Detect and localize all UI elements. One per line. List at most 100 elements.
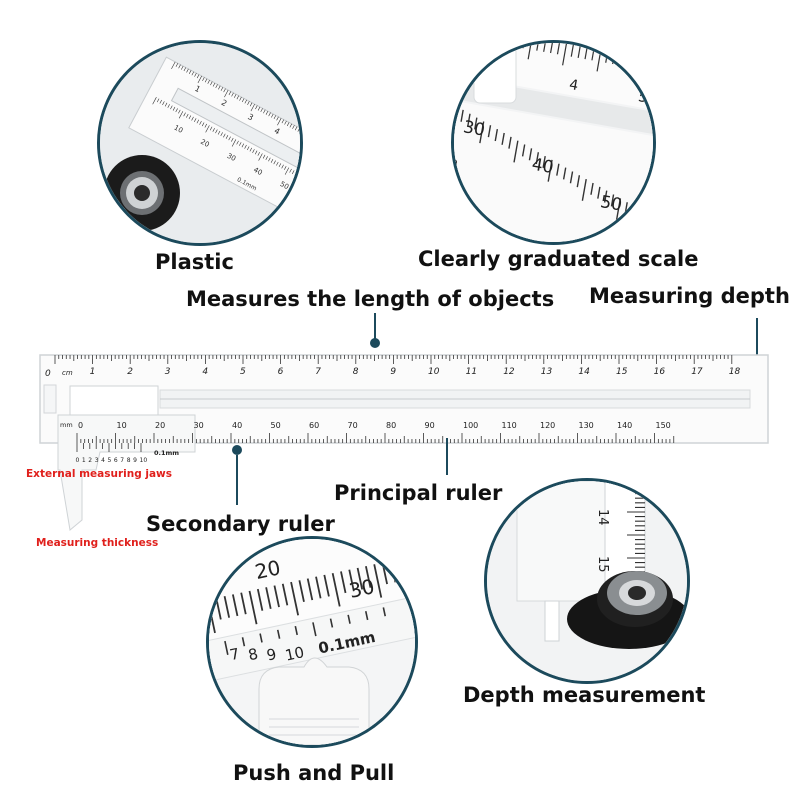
push-vernier-8: 8 [247,645,260,665]
plastic-bottom-tick [289,168,292,173]
graduated-mm-tick [581,179,587,201]
graduated-top-tick [522,43,526,49]
plastic-bottom-tick [241,143,245,148]
bottom-mm-number: 30 [194,421,204,430]
plastic-bottom-tick [257,151,260,156]
plastic-bottom-tick [152,97,157,105]
plastic-top-tick [223,88,226,93]
plastic-bottom-tick [156,98,160,103]
plastic-top-tick [250,103,255,112]
slider-jaw[interactable] [57,414,196,531]
plastic-top-tick [194,72,197,77]
bottom-mm-number: 50 [271,421,281,430]
push-thumb-grip[interactable] [258,657,370,745]
graduated-mm-tick [562,167,567,180]
bottom-mm-number: 60 [309,421,319,430]
plastic-num-40: 40 [252,166,264,177]
graduated-mm-tick [542,155,546,169]
plastic-top-tick [286,122,290,127]
graduated-top-tick [543,43,547,52]
graduated-mm-tick [501,132,505,145]
bottom-mm-number: 120 [540,421,555,430]
push-top-tick [348,569,355,592]
plastic-bottom-tick [258,153,263,161]
plastic-top-tick [218,85,221,90]
plastic-bottom-tick [292,170,295,175]
push-top-tick [356,567,364,590]
push-top-tick [340,571,347,594]
graduated-top-tick [515,43,519,48]
bottom-mm-number: 140 [617,421,632,430]
plastic-bottom-tick [204,123,208,128]
plastic-top-tick [191,71,194,76]
plastic-top-tick [197,75,202,84]
push-vernier-tick [294,625,298,636]
bottom-mm-number: 70 [348,421,358,430]
plastic-bottom-tick [188,115,192,120]
push-vernier-9: 9 [265,645,278,665]
push-top-tick [331,573,341,607]
plastic-top-tick [294,126,298,131]
label-depth-measurement: Depth measurement [463,683,706,707]
plastic-bottom-tick [284,167,290,175]
graduated-mm-tick [590,182,594,195]
vernier-number: 8 [127,457,131,464]
push-vernier-10: 10 [283,643,305,665]
plastic-top-tick [231,92,234,97]
plastic-bottom-tick [215,129,218,134]
graduated-top-tick [646,58,650,71]
graduated-mm-tick [454,105,458,119]
plastic-top-tick [263,109,266,114]
push-top-tick [240,592,247,615]
graduated-mm-tick [569,171,574,184]
plastic-top-tick [268,112,271,117]
graduated-mm-tick [467,113,471,126]
plastic-bottom-tick [201,122,205,127]
plastic-bottom-tick [254,150,258,155]
graduated-mm-tick [528,148,533,161]
top-cm-number: 10 [428,367,440,377]
depth-num-15: 15 [595,556,610,573]
graduated-top-tick [618,53,623,66]
graduated-ticks [454,43,653,240]
graduated-cm-4: 4 [568,77,580,94]
plastic-bottom-tick [164,102,168,107]
graduated-mm-tick [631,205,635,219]
vernier-number: 6 [114,457,118,464]
plastic-top-tick [224,89,229,98]
top-cm-number: 6 [278,367,284,377]
graduated-mm-tick [479,121,485,144]
push-pull-closeup: 20 30 7 8 9 10 0.1mm [209,539,415,745]
depth-closeup: 14 15 [487,481,687,681]
slider-button[interactable] [69,385,159,417]
vernier-number: 3 [95,457,99,464]
graduated-mm-tick [513,140,519,163]
label-measuring-thickness: Measuring thickness [36,537,159,549]
push-top-tick [281,583,289,606]
graduated-top-tick [527,43,533,60]
plastic-bottom-tick [196,119,200,124]
plastic-bottom-tick [228,136,231,141]
graduated-top-tick [556,43,561,55]
graduated-partial-unit: m [454,155,459,170]
plastic-top-tick [188,70,192,74]
plastic-bottom-tick [223,133,226,138]
graduated-top-tick [458,43,464,48]
plastic-top-tick [241,98,245,103]
leader-secondary-dot [232,445,242,455]
push-vernier-tick [241,637,246,647]
plastic-num-20: 20 [199,138,211,149]
plastic-num-50: 50 [279,180,291,191]
top-cm-number: 2 [127,367,133,377]
plastic-bottom-tick [175,108,178,113]
plastic-top-tick [260,108,263,113]
plastic-bottom-tick [262,154,266,159]
zoom-circle-plastic: 1 2 3 4 5 10 20 30 40 50 0.1mm [97,40,303,246]
graduated-mm-tick [508,136,512,149]
plastic-bottom-tick [276,161,279,166]
plastic-top-tick [292,125,295,129]
top-cm-ticks [54,355,733,364]
bottom-mm-number: 110 [502,421,517,430]
depth-num-14: 14 [595,509,610,526]
